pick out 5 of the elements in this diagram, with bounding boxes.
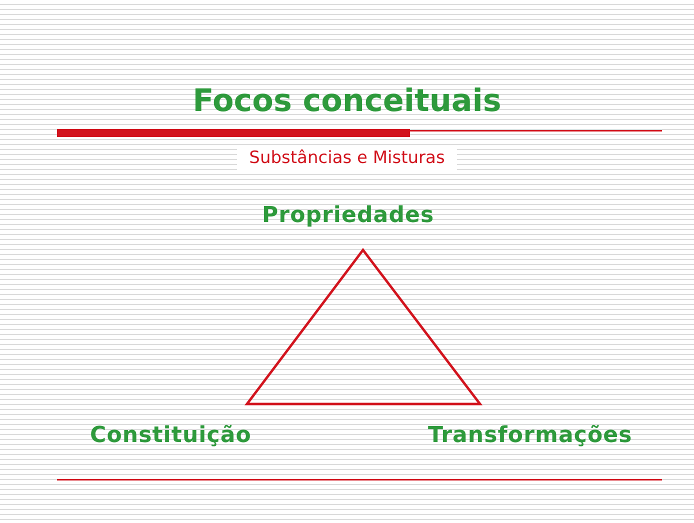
concept-label: Transformações bbox=[428, 419, 632, 452]
concept-label: Propriedades bbox=[262, 199, 434, 232]
subtitle: Substâncias e Misturas bbox=[237, 146, 457, 172]
title: Focos conceituais bbox=[192, 82, 502, 121]
concept-label: Constituição bbox=[90, 419, 252, 452]
